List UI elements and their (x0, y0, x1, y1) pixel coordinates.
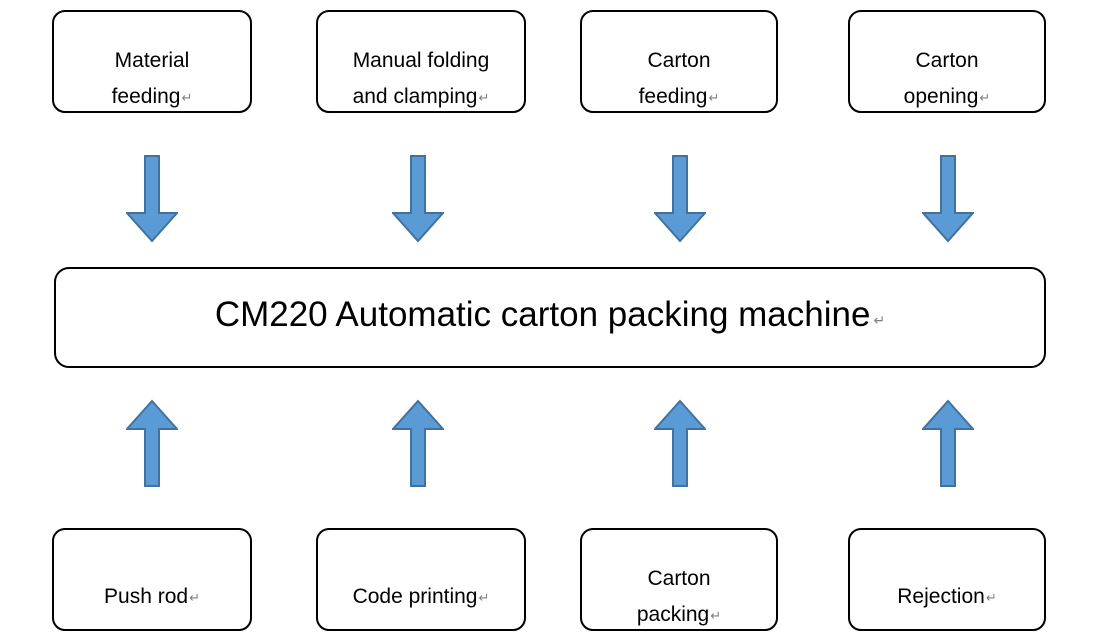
arrow-down-material-feeding (126, 155, 178, 243)
arrow-down-carton-opening (922, 155, 974, 243)
return-mark-icon: ↵ (873, 312, 886, 329)
process-box-carton-packing[interactable]: Carton packing↵ (580, 528, 778, 631)
process-box-label: Material feeding↵ (111, 49, 193, 109)
arrow-up-push-rod (126, 399, 178, 487)
process-box-code-printing[interactable]: Code printing↵ (316, 528, 526, 631)
process-box-label: Code printing↵ (352, 585, 490, 609)
arrow-up-code-printing (392, 399, 444, 487)
process-box-carton-opening[interactable]: Carton opening↵ (848, 10, 1046, 113)
return-mark-icon: ↵ (478, 89, 490, 105)
process-box-label: Rejection↵ (897, 585, 997, 609)
arrow-up-carton-packing (654, 399, 706, 487)
process-box-push-rod[interactable]: Push rod↵ (52, 528, 252, 631)
arrow-down-carton-feeding (654, 155, 706, 243)
process-box-manual-folding-and-clamping[interactable]: Manual folding and clamping↵ (316, 10, 526, 113)
arrow-up-rejection (922, 399, 974, 487)
process-box-material-feeding[interactable]: Material feeding↵ (52, 10, 252, 113)
return-mark-icon: ↵ (710, 607, 722, 623)
return-mark-icon: ↵ (708, 89, 720, 105)
return-mark-icon: ↵ (181, 89, 193, 105)
arrow-down-manual-folding-and-clamping (392, 155, 444, 243)
process-box-carton-feeding[interactable]: Carton feeding↵ (580, 10, 778, 113)
return-mark-icon: ↵ (979, 89, 991, 105)
return-mark-icon: ↵ (985, 589, 997, 605)
machine-box-cm220[interactable]: CM220 Automatic carton packing machine↵ (54, 267, 1046, 368)
process-box-rejection[interactable]: Rejection↵ (848, 528, 1046, 631)
process-box-label: Push rod↵ (104, 585, 200, 609)
machine-box-label: CM220 Automatic carton packing machine↵ (214, 294, 886, 334)
process-box-label: Carton feeding↵ (638, 49, 720, 109)
process-box-label: Manual folding and clamping↵ (352, 49, 490, 109)
process-box-label: Carton opening↵ (903, 49, 991, 109)
process-box-label: Carton packing↵ (636, 567, 722, 627)
return-mark-icon: ↵ (478, 589, 490, 605)
return-mark-icon: ↵ (189, 589, 200, 605)
